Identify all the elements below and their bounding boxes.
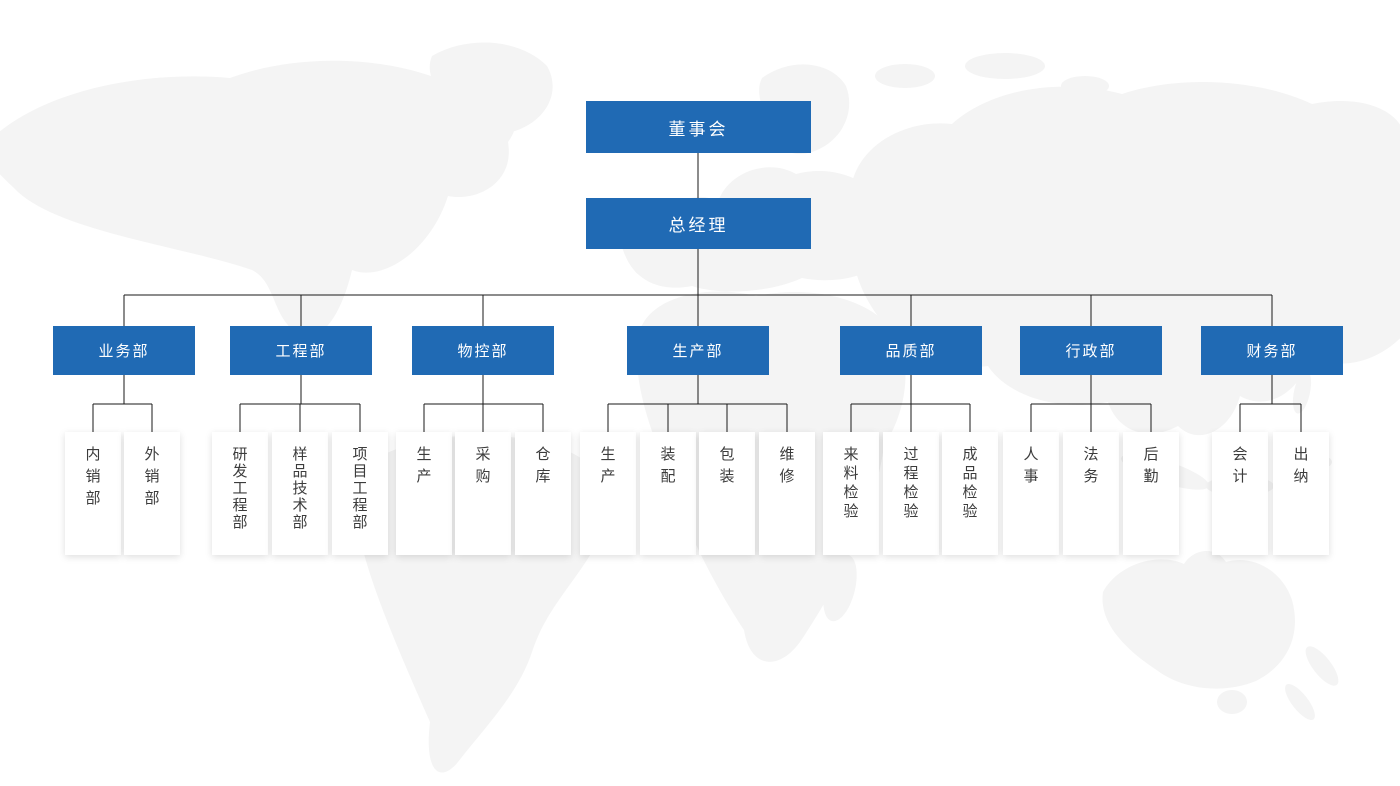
map-new-zealand [1305, 646, 1339, 686]
node-label: 生产 [416, 446, 432, 485]
node-label: 过程检验 [903, 446, 919, 520]
node-cashier-section: 出纳 [1273, 432, 1329, 555]
node-label: 样品技术部 [292, 446, 308, 531]
map-arctic-island [875, 64, 935, 88]
node-sample-technology-dept: 样品技术部 [272, 432, 328, 555]
node-label: 维修 [779, 446, 795, 485]
node-packaging-team: 包装 [699, 432, 755, 555]
map-australia [1102, 550, 1295, 689]
node-label: 法务 [1083, 446, 1099, 485]
node-label: 总经理 [668, 216, 729, 235]
node-logistics-section: 后勤 [1123, 432, 1179, 555]
node-label: 生产部 [672, 343, 724, 360]
node-maintenance-team: 维修 [759, 432, 815, 555]
map-japan [1321, 255, 1355, 309]
node-label: 成品检验 [962, 446, 978, 520]
node-production-team: 生产 [580, 432, 636, 555]
node-hr-section: 人事 [1003, 432, 1059, 555]
node-label: 研发工程部 [232, 446, 248, 531]
node-assembly-team: 装配 [640, 432, 696, 555]
node-dept-business: 业务部 [53, 326, 195, 375]
node-label: 工程部 [275, 343, 327, 360]
node-label: 仓库 [535, 446, 551, 485]
node-dept-material-control: 物控部 [412, 326, 554, 375]
map-arctic-island [1061, 76, 1109, 96]
node-label: 出纳 [1293, 446, 1309, 485]
map-north-america [0, 60, 517, 336]
node-board-of-directors: 董事会 [586, 101, 811, 153]
node-label: 包装 [719, 446, 735, 485]
node-label: 物控部 [457, 343, 509, 360]
node-label: 项目工程部 [352, 446, 368, 531]
node-label: 采购 [475, 446, 491, 485]
map-madagascar [823, 554, 857, 622]
node-label: 后勤 [1143, 446, 1159, 485]
node-legal-section: 法务 [1063, 432, 1119, 555]
map-new-zealand [1285, 683, 1315, 721]
node-accounting-section: 会计 [1212, 432, 1268, 555]
node-rd-engineering-dept: 研发工程部 [212, 432, 268, 555]
map-arctic-island [965, 53, 1045, 79]
node-label: 内销部 [85, 446, 101, 507]
node-label: 外销部 [144, 446, 160, 507]
node-dept-engineering: 工程部 [230, 326, 372, 375]
map-british-isles [633, 253, 649, 275]
node-label: 人事 [1023, 446, 1039, 485]
node-label: 品质部 [885, 343, 937, 360]
map-philippines [1292, 370, 1312, 414]
node-project-engineering-dept: 项目工程部 [332, 432, 388, 555]
node-purchasing-section: 采购 [455, 432, 511, 555]
node-final-inspection: 成品检验 [942, 432, 998, 555]
map-tasmania [1217, 690, 1247, 714]
node-label: 装配 [660, 446, 676, 485]
node-process-inspection: 过程检验 [883, 432, 939, 555]
node-dept-quality: 品质部 [840, 326, 982, 375]
node-domestic-sales-dept: 内销部 [65, 432, 121, 555]
node-dept-admin: 行政部 [1020, 326, 1162, 375]
node-label: 生产 [600, 446, 616, 485]
node-warehouse-section: 仓库 [515, 432, 571, 555]
node-general-manager: 总经理 [586, 198, 811, 249]
node-dept-finance: 财务部 [1201, 326, 1343, 375]
node-incoming-inspection: 来料检验 [823, 432, 879, 555]
node-label: 财务部 [1246, 343, 1298, 360]
map-greenland [429, 42, 553, 135]
node-label: 董事会 [668, 119, 729, 139]
node-label: 来料检验 [843, 446, 859, 520]
node-label: 行政部 [1065, 343, 1117, 360]
node-mc-production-section: 生产 [396, 432, 452, 555]
node-dept-production: 生产部 [627, 326, 769, 375]
node-label: 会计 [1232, 446, 1248, 485]
node-export-sales-dept: 外销部 [124, 432, 180, 555]
node-label: 业务部 [98, 343, 150, 360]
